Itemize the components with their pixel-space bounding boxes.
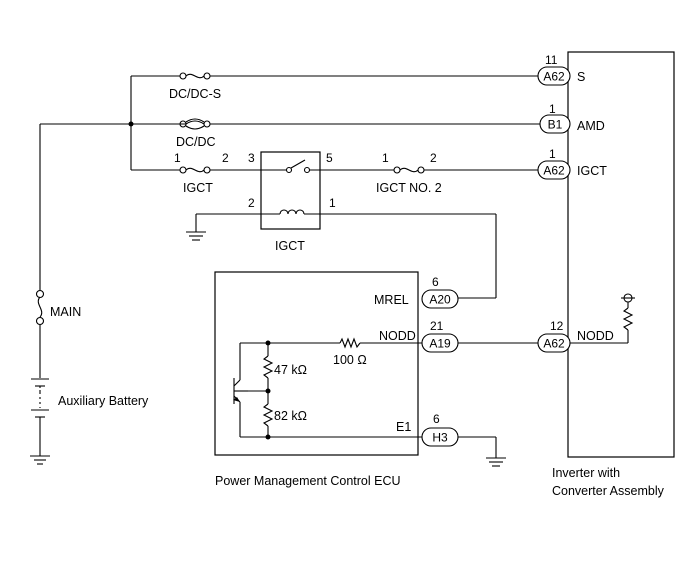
connector-a20-text: A20 (429, 293, 451, 307)
connector-a62-s (537, 66, 571, 86)
pin-1-b1: 1 (549, 102, 556, 116)
auxiliary-battery (31, 378, 49, 456)
fuse-igct-label: IGCT (183, 181, 213, 195)
pin-igct-2: 2 (222, 151, 229, 165)
battery-label: Auxiliary Battery (58, 394, 149, 408)
inverter-label-line1: Inverter with (552, 466, 620, 480)
fuse-dcdc-s-label: DC/DC-S (169, 87, 221, 101)
resistor-100-label: 100 Ω (333, 353, 367, 367)
pin-no2-2: 2 (430, 151, 437, 165)
pin-1-a62-igct: 1 (549, 147, 556, 161)
battery-ground (30, 455, 50, 465)
inverter-pullup (570, 293, 635, 344)
ecu-label: Power Management Control ECU (215, 474, 401, 488)
ecu-box (214, 271, 419, 456)
igct-relay-box (260, 151, 321, 230)
fuse-dcdc-label: DC/DC (176, 135, 216, 149)
terminal-igct: IGCT (577, 164, 607, 178)
pin-relay-1: 1 (329, 196, 336, 210)
main-fuse (35, 289, 45, 378)
pin-relay-3: 3 (248, 151, 255, 165)
pin-relay-5: 5 (326, 151, 333, 165)
connector-a62-nodd-text: A62 (543, 337, 565, 351)
connector-a62-igct-text: A62 (543, 164, 565, 178)
pin-a20-6: 6 (432, 275, 439, 289)
connector-h3-text: H3 (432, 431, 448, 445)
connector-a62-s-text: A62 (543, 70, 565, 84)
connector-b1 (539, 114, 571, 134)
pin-a19-21: 21 (430, 319, 444, 333)
resistor-82k-label: 82 kΩ (274, 409, 307, 423)
ecu-ground (458, 436, 506, 467)
pin-igct-1: 1 (174, 151, 181, 165)
pin-no2-1: 1 (382, 151, 389, 165)
pin-relay-2: 2 (248, 196, 255, 210)
connector-a62-igct (537, 160, 571, 180)
inverter-label-line2: Converter Assembly (552, 484, 665, 498)
igct-relay-label: IGCT (275, 239, 305, 253)
terminal-amd: AMD (577, 119, 605, 133)
connector-b1-text: B1 (548, 118, 563, 132)
connector-a19-text: A19 (429, 337, 451, 351)
resistor-47k-label: 47 kΩ (274, 363, 307, 377)
relay-coil-circuit (186, 209, 497, 299)
terminal-nodd-inv: NODD (577, 329, 614, 343)
pin-11: 11 (545, 53, 558, 67)
igct-circuit (131, 159, 538, 174)
ecu-nodd-circuit (233, 337, 422, 440)
terminal-s: S (577, 70, 585, 84)
connector-a20 (421, 289, 459, 309)
fuse-igct-no2-label: IGCT NO. 2 (376, 181, 442, 195)
pin-h3-6: 6 (433, 412, 440, 426)
main-bus (39, 76, 186, 290)
pin-a62-12: 12 (550, 319, 564, 333)
terminal-mrel: MREL (374, 293, 409, 307)
dcdc-circuit (179, 118, 540, 130)
dcdc-s-circuit (131, 72, 538, 80)
inverter-box (567, 51, 675, 458)
terminal-e1: E1 (396, 420, 411, 434)
main-fuse-label: MAIN (50, 305, 81, 319)
terminal-nodd-ecu: NODD (379, 329, 416, 343)
